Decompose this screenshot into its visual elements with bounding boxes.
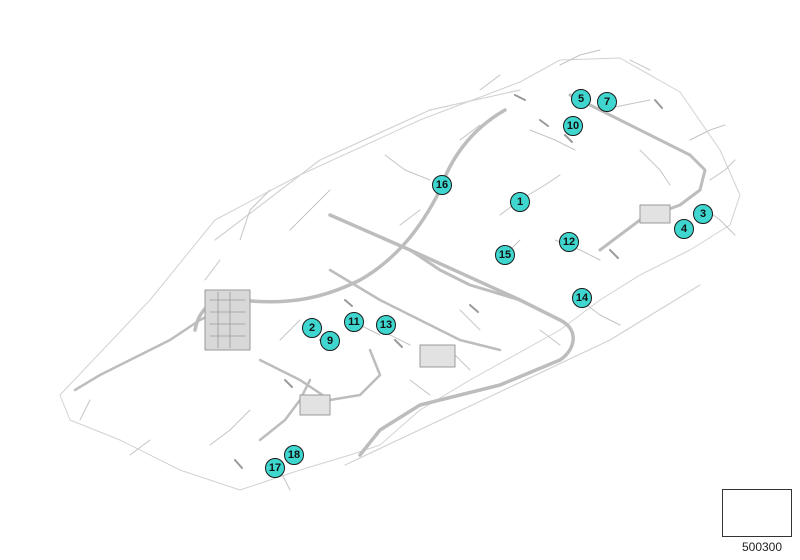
callout-2[interactable]: 2 [302,318,322,338]
body-outline-wire [59,57,741,491]
callout-16[interactable]: 16 [432,175,452,195]
callout-10[interactable]: 10 [563,116,583,136]
document-number: 500300 [741,540,783,554]
navigation-symbol-frame [722,489,792,537]
engine-harness [258,348,382,402]
lower-front-harness [258,378,312,442]
callout-12[interactable]: 12 [559,232,579,252]
branch-wires [79,49,736,491]
control-unit-block [419,344,456,368]
rear-module-block [639,204,671,224]
fuse-box-detail [209,291,246,349]
fuse-box-block [204,289,251,351]
cross-member-harness [328,213,575,457]
door-harness-left [328,268,502,352]
front-module-block [299,394,331,416]
callout-11[interactable]: 11 [344,312,364,332]
callout-9[interactable]: 9 [320,331,340,351]
callout-3[interactable]: 3 [693,204,713,224]
floor-line-wire [344,284,701,466]
callout-17[interactable]: 17 [265,458,285,478]
callout-5[interactable]: 5 [571,89,591,109]
callout-7[interactable]: 7 [597,92,617,112]
callout-13[interactable]: 13 [376,315,396,335]
callout-1[interactable]: 1 [510,192,530,212]
center-tunnel-harness [408,248,522,302]
callout-14[interactable]: 14 [572,288,592,308]
callout-4[interactable]: 4 [674,219,694,239]
connector-wires [234,94,663,469]
roof-line-wire [214,89,521,241]
callout-15[interactable]: 15 [495,245,515,265]
callout-18[interactable]: 18 [284,445,304,465]
